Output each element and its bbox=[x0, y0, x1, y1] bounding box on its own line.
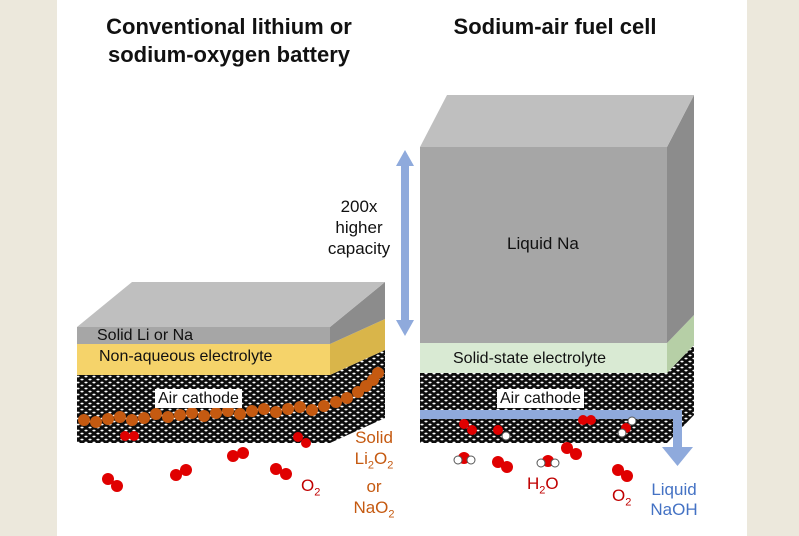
left-title-line2: sodium-oxygen battery bbox=[107, 42, 351, 67]
left-solid-products bbox=[78, 367, 384, 428]
right-electrolyte-side bbox=[667, 315, 694, 373]
left-air-cathode-label: Air cathode bbox=[155, 389, 242, 408]
capacity-line3: capacity bbox=[327, 239, 391, 258]
left-title: Conventional lithium or sodium-oxygen ba… bbox=[99, 13, 359, 69]
capacity-line1: 200x bbox=[340, 197, 378, 216]
left-electrolyte-front bbox=[77, 344, 330, 375]
right-liquid-na-top bbox=[420, 95, 694, 147]
right-electrolyte-label: Solid-state electrolyte bbox=[453, 350, 606, 367]
product-or-text: or bbox=[366, 477, 382, 497]
naoh-label: Liquid NaOH bbox=[639, 480, 709, 520]
right-molecules bbox=[453, 415, 637, 482]
right-liquid-na-front bbox=[420, 147, 667, 343]
product-nao2-text: NaO2 bbox=[353, 498, 395, 521]
naoh-flow-arrow bbox=[420, 410, 693, 466]
left-electrolyte-label: Non-aqueous electrolyte bbox=[99, 348, 273, 365]
liquid-na-label: Liquid Na bbox=[507, 234, 579, 253]
product-li2o2-text: Li2O2 bbox=[354, 449, 394, 472]
right-o2-label: O2 bbox=[612, 486, 632, 509]
left-solid-metal-label: Solid Li or Na bbox=[97, 327, 194, 344]
left-metal-front bbox=[77, 327, 330, 344]
capacity-label: 200x higher capacity bbox=[325, 196, 393, 259]
left-metal-top bbox=[77, 282, 385, 327]
capacity-double-arrow bbox=[396, 150, 414, 336]
right-fuel-cell-stack bbox=[420, 95, 694, 443]
left-battery-stack bbox=[77, 282, 385, 443]
capacity-line2: higher bbox=[335, 218, 383, 237]
h2o-label: H2O bbox=[527, 474, 559, 497]
right-cathode-front bbox=[420, 373, 667, 443]
left-metal-side bbox=[330, 282, 385, 344]
left-title-line1: Conventional lithium or bbox=[106, 14, 352, 39]
diagram-panel: Conventional lithium or sodium-oxygen ba… bbox=[57, 0, 747, 536]
right-electrolyte-front bbox=[420, 343, 667, 373]
right-liquid-na-side bbox=[667, 95, 694, 343]
left-electrolyte-side bbox=[330, 319, 385, 375]
left-o2-label: O2 bbox=[301, 476, 321, 499]
naoh-line1: Liquid bbox=[651, 480, 697, 499]
right-air-cathode-label: Air cathode bbox=[497, 389, 584, 408]
right-title: Sodium-air fuel cell bbox=[453, 14, 657, 39]
left-oxygen-molecules bbox=[102, 431, 311, 492]
naoh-line2: NaOH bbox=[650, 500, 698, 519]
diagram-canvas bbox=[77, 95, 694, 492]
left-product-label: Solid Li2O2 or NaO2 bbox=[347, 427, 401, 526]
product-solid-text: Solid bbox=[355, 428, 393, 447]
